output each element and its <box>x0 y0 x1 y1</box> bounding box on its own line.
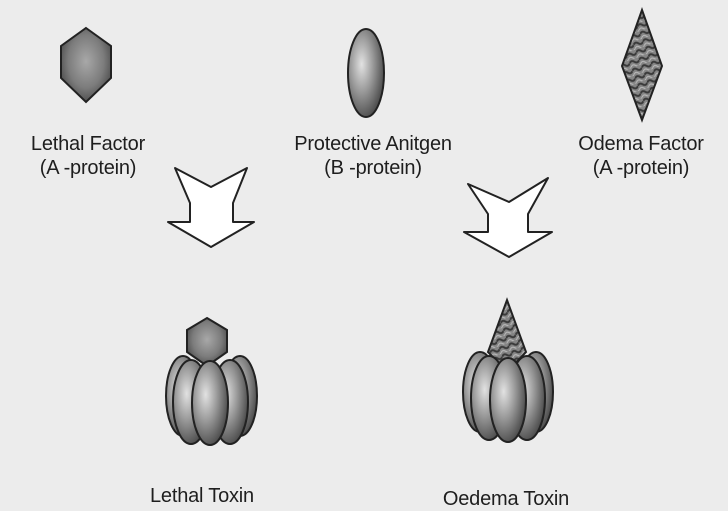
protective-antigen-name: Protective Anitgen <box>266 132 480 156</box>
protective-antigen-type: (B -protein) <box>266 156 480 180</box>
oedema-toxin-label: Oedema Toxin <box>416 487 596 511</box>
combine-arrow-right <box>464 178 552 257</box>
lethal-factor-type: (A -protein) <box>4 156 172 180</box>
lethal-factor-hexagon-icon <box>61 28 111 102</box>
lethal-toxin-label: Lethal Toxin <box>122 484 282 508</box>
odema-factor-diamond-icon <box>622 10 662 120</box>
odema-factor-label: Odema Factor (A -protein) <box>556 132 726 180</box>
odema-factor-type: (A -protein) <box>556 156 726 180</box>
protective-antigen-label: Protective Anitgen (B -protein) <box>266 132 480 180</box>
combine-arrow-left <box>168 168 254 247</box>
protective-antigen-ellipse-icon <box>348 29 384 117</box>
odema-factor-name: Odema Factor <box>556 132 726 156</box>
lethal-toxin-complex-icon <box>166 318 257 445</box>
lethal-factor-name: Lethal Factor <box>4 132 172 156</box>
oedema-toxin-complex-icon <box>463 300 553 442</box>
lethal-factor-label: Lethal Factor (A -protein) <box>4 132 172 180</box>
